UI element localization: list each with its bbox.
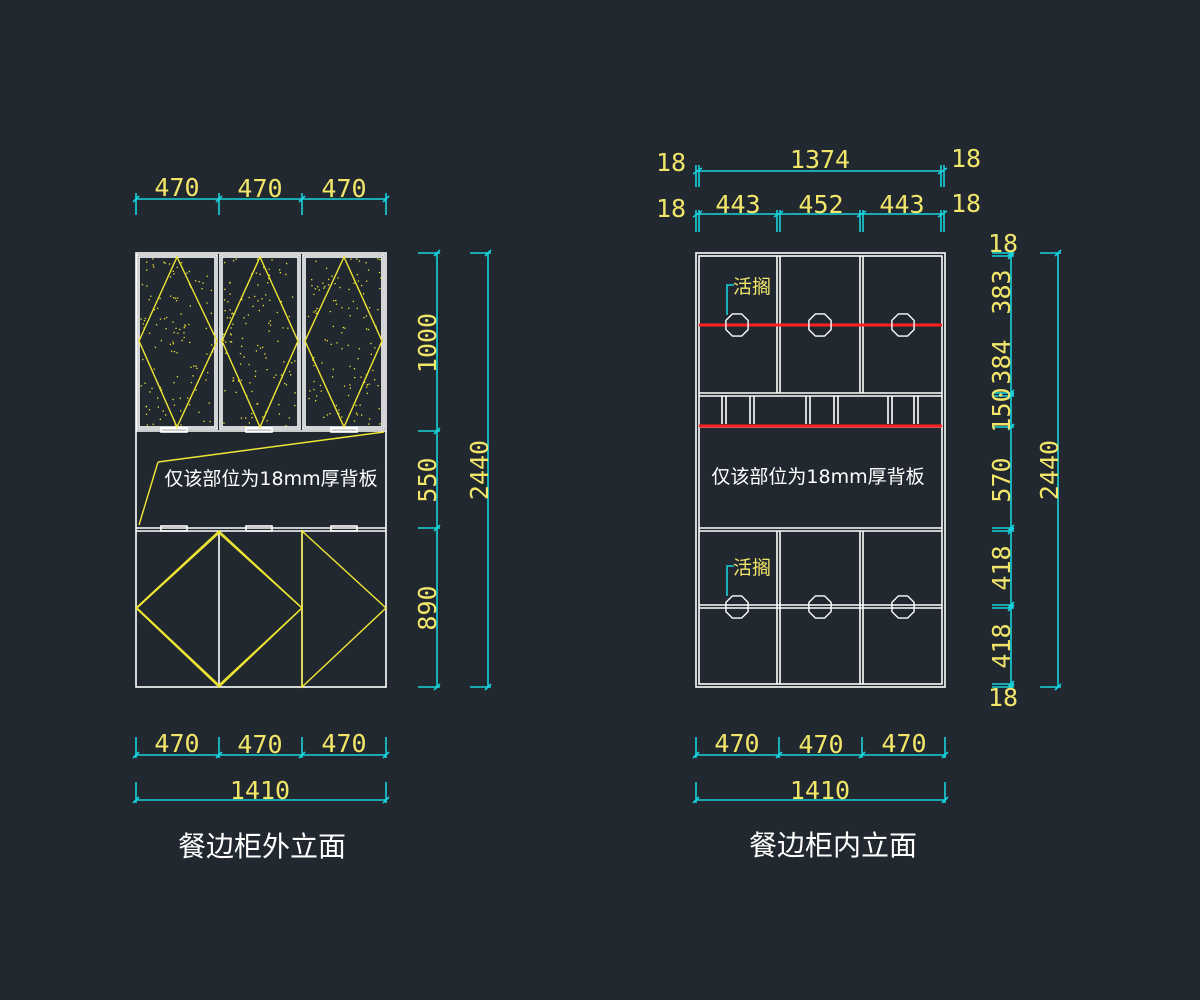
outer-top-width-3: 470 — [321, 174, 366, 203]
inner-edge-left-1: 18 — [656, 148, 686, 177]
inner-edge-right-1: 18 — [951, 144, 981, 173]
outer-height-upper: 1000 — [413, 313, 442, 373]
inner-top-width-3: 443 — [879, 190, 924, 219]
outer-elevation-title: 餐边柜外立面 — [178, 830, 346, 863]
outer-total-width: 1410 — [230, 776, 290, 805]
inner-height-383: 383 — [987, 269, 1016, 314]
shelf-tag-upper-text: 活搁 — [733, 276, 771, 298]
inner-total-width: 1410 — [790, 776, 850, 805]
outer-elevation: 470 470 470 — [132, 173, 494, 863]
inner-top-total: 1374 — [790, 145, 850, 174]
shelf-pin-knobs — [725, 313, 915, 619]
outer-height-dimension: 1000 550 890 2440 — [413, 249, 494, 691]
outer-height-total: 2440 — [465, 440, 494, 500]
inner-elevation: 1374 18 18 443 452 443 18 18 — [656, 144, 1064, 862]
inner-backboard-note: 仅该部位为18mm厚背板 — [711, 466, 924, 488]
outer-backboard-note: 仅该部位为18mm厚背板 — [164, 468, 377, 490]
shelf-tag-lower-text: 活搁 — [733, 557, 771, 579]
inner-bottom-width-2: 470 — [798, 730, 843, 759]
outer-top-width-1: 470 — [154, 173, 199, 202]
inner-height-418-b: 418 — [987, 623, 1016, 668]
outer-bottom-dimension: 470 470 470 1410 — [132, 729, 390, 805]
outer-bottom-width-1: 470 — [154, 729, 199, 758]
outer-top-dimension: 470 470 470 — [132, 173, 390, 215]
inner-top-width-2: 452 — [798, 190, 843, 219]
outer-height-lower: 890 — [413, 585, 442, 630]
outer-bottom-width-3: 470 — [321, 729, 366, 758]
inner-height-bottom-board: 18 — [988, 683, 1018, 712]
inner-height-dimension: 18 383 384 150 570 418 418 18 2440 — [987, 229, 1064, 712]
inner-cabinet-body — [695, 252, 946, 688]
wine-slats — [721, 396, 919, 424]
inner-top-width-1: 443 — [715, 190, 760, 219]
shelf-tag-lower: 活搁 — [726, 557, 771, 596]
inner-height-384: 384 — [987, 339, 1016, 384]
inner-edge-left-2: 18 — [656, 194, 686, 223]
inner-height-total: 2440 — [1035, 440, 1064, 500]
inner-bottom-width-3: 470 — [881, 729, 926, 758]
shelf-tag-upper: 活搁 — [726, 276, 771, 315]
outer-top-width-2: 470 — [237, 174, 282, 203]
inner-height-418-a: 418 — [987, 545, 1016, 590]
inner-height-570: 570 — [987, 457, 1016, 502]
inner-edge-right-2: 18 — [951, 189, 981, 218]
inner-bottom-width-1: 470 — [714, 729, 759, 758]
inner-height-top-board: 18 — [988, 229, 1018, 258]
inner-top-dimension: 1374 18 18 443 452 443 18 18 — [656, 144, 981, 232]
inner-bottom-dimension: 470 470 470 1410 — [692, 729, 949, 805]
inner-height-150: 150 — [987, 387, 1016, 432]
outer-door-diamonds — [134, 255, 388, 689]
glass-speckle-pattern — [140, 258, 382, 428]
outer-bottom-width-2: 470 — [237, 730, 282, 759]
inner-elevation-title: 餐边柜内立面 — [749, 829, 917, 862]
outer-height-middle: 550 — [413, 457, 442, 502]
